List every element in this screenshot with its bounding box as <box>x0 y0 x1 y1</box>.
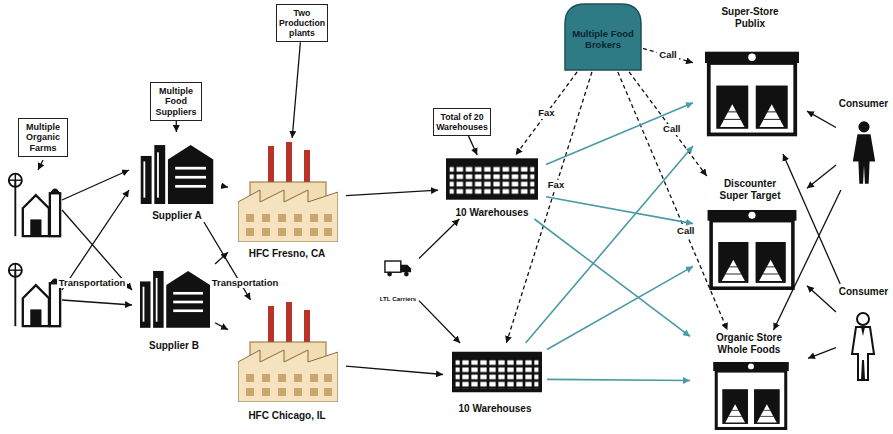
supplier-icon <box>140 271 210 328</box>
arrow-connector <box>547 266 693 349</box>
farm-icon <box>9 174 60 237</box>
person-icon <box>852 313 874 380</box>
node-label: Consumer <box>839 98 888 110</box>
transport-arrow <box>62 300 132 305</box>
warehouse-icon <box>446 158 538 199</box>
arrow-connector <box>346 190 438 195</box>
plant-node: HFC Chicago, IL <box>228 300 346 422</box>
arrow-connector <box>808 348 836 359</box>
node-label: Super-Store Publix <box>713 6 788 29</box>
consumer-node: Consumer <box>836 284 891 390</box>
node-label: LTL Carriers <box>380 295 417 302</box>
supplier-node: Supplier B <box>133 250 215 352</box>
node-label: Supplier A <box>152 210 202 222</box>
edge-label: Fax <box>536 108 556 119</box>
callout-box: Multiple Organic Farms <box>18 118 68 157</box>
factory-icon <box>238 142 338 242</box>
broker-outline <box>565 4 641 70</box>
warehouse-node: 10 Warehouses <box>443 343 547 415</box>
node-label: Multiple Organic Farms <box>21 122 65 153</box>
arrow-connector <box>215 323 228 330</box>
edge-label: Fax <box>546 180 566 191</box>
transport-arrow <box>62 170 129 200</box>
arrow-connector <box>419 301 460 343</box>
person-icon <box>853 121 875 184</box>
warehouse-icon <box>452 352 542 393</box>
store-icon <box>708 210 797 288</box>
arrow-connector <box>807 286 836 312</box>
node-label: Multiple Food Suppliers <box>153 86 199 117</box>
node-label: Supplier B <box>149 340 199 352</box>
free-label: Transportation <box>57 278 128 289</box>
supplier-icon <box>141 145 214 204</box>
supplier-node: Supplier A <box>132 132 222 222</box>
arrow-connector <box>176 121 177 132</box>
dashed-connector <box>516 72 577 155</box>
arrow-connector <box>546 103 693 165</box>
node-label: Discounter Super Target <box>710 178 790 201</box>
node-label: Organic Store Whole Foods <box>709 332 789 355</box>
node-label: HFC Fresno, CA <box>249 248 326 260</box>
node-label: 10 Warehouses <box>459 403 532 415</box>
store-icon <box>713 362 789 428</box>
node-label: HFC Chicago, IL <box>248 410 325 422</box>
carrier-node: LTL Carriers <box>377 255 419 303</box>
leader-line <box>38 160 43 170</box>
arrow-connector <box>215 252 228 264</box>
callout-box: Multiple Food Suppliers <box>150 82 202 121</box>
callout-box: Total of 20 Warehouses <box>433 108 491 136</box>
arrow-connector <box>534 219 690 336</box>
broker-node: Multiple Food Brokers <box>563 2 643 72</box>
node-label: Consumer <box>839 286 888 298</box>
callout-box: Two Production plants <box>276 4 328 42</box>
node-label: Two Production plants <box>279 8 325 38</box>
store-node: Super-Store Publix <box>693 4 807 154</box>
dashed-connector <box>643 48 693 62</box>
edge-label: Call <box>661 124 682 135</box>
edge-label: Transportation <box>210 278 281 289</box>
arrow-connector <box>807 165 836 188</box>
node-label: Total of 20 Warehouses <box>436 112 488 132</box>
node-label: Multiple Food Brokers <box>572 29 634 51</box>
arrow-connector <box>222 186 228 187</box>
arrow-connector <box>774 190 841 330</box>
consumer-node: Consumer <box>836 96 891 190</box>
arrow-connector <box>783 154 840 284</box>
arrow-connector <box>547 379 690 380</box>
arrow-connector <box>468 136 477 155</box>
warehouse-node: 10 Warehouses <box>438 155 546 219</box>
edge-label: Call <box>657 50 678 61</box>
factory-icon <box>238 302 338 402</box>
arrow-connector <box>346 366 443 374</box>
farm-icon <box>9 264 60 327</box>
transport-arrow <box>62 190 129 290</box>
store-node: Organic Store Whole Foods <box>690 330 808 432</box>
arrow-connector <box>419 219 459 258</box>
arrow-connector <box>546 197 693 224</box>
truck-icon <box>385 261 411 276</box>
store-icon <box>705 52 799 135</box>
node-label: 10 Warehouses <box>456 207 529 219</box>
plant-node: HFC Fresno, CA <box>228 138 346 260</box>
edge-label: Call <box>675 226 696 237</box>
arrow-connector <box>292 42 300 138</box>
store-node: Discounter Super Target <box>693 176 807 292</box>
arrow-connector <box>807 111 836 127</box>
